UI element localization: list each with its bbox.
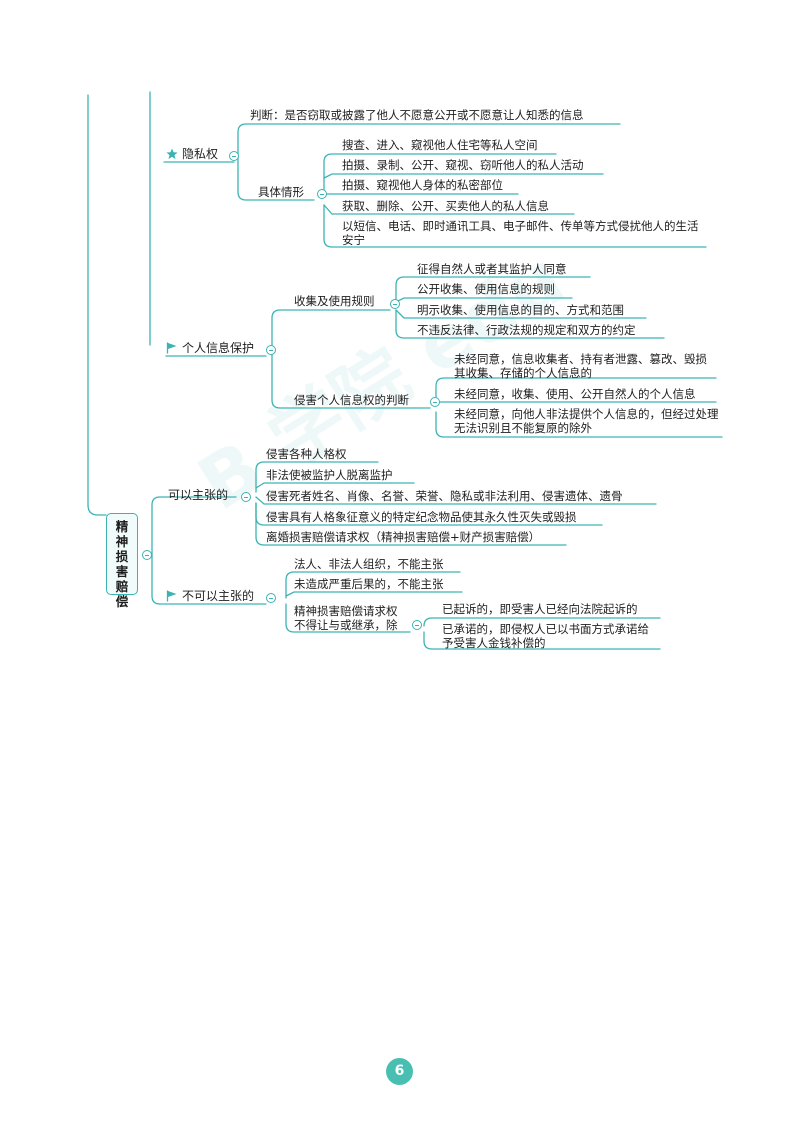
connector-cannot-claim [285,603,411,633]
node-personal-info[interactable]: 个人信息保护 [182,341,255,355]
collect-rule-3: 明示收集、使用信息的目的、方式和范围 [417,303,624,317]
cannot-claim-1: 法人、非法人组织，不能主张 [294,557,444,571]
connector-root-cannot [151,554,267,605]
collapse-minus-icon[interactable] [241,492,251,502]
infringe-case-3: 未经同意，向他人非法提供个人信息的，但经过处理无法识别且不能复原的除外 [454,407,719,435]
star-icon [166,148,178,159]
infringe-case-2: 未经同意，收集、使用、公开自然人的个人信息 [454,387,696,401]
privacy-case-2: 拍摄、录制、公开、窥视、窃听他人的私人活动 [342,158,584,172]
connector-info-infringe [271,349,431,409]
flag-icon [166,342,177,354]
connector-cannot-1 [285,571,461,599]
node-infringe-judge[interactable]: 侵害个人信息权的判断 [294,393,409,407]
node-privacy[interactable]: 隐私权 [182,147,219,161]
connector-infringe-1 [435,377,717,403]
connector-privacy-judge [237,123,621,158]
connector-case-1 [323,153,557,195]
privacy-case-5: 以短信、电话、即时通讯工具、电子邮件、传单等方式侵扰他人的生活安宁 [342,219,699,247]
collapse-minus-icon[interactable] [266,345,276,355]
connector-can-5 [255,502,567,546]
collapse-minus-icon[interactable] [266,593,276,603]
connector-case-5 [323,204,707,248]
privacy-case-4: 获取、删除、公开、买卖他人的私人信息 [342,199,549,213]
privacy-case-1: 搜查、进入、窥视他人住宅等私人空间 [342,138,538,152]
node-claim-nontransferable[interactable]: 精神损害赔偿请求权不得让与或继承，除 [294,604,398,632]
collapse-minus-icon[interactable] [317,189,327,199]
collect-rule-2: 公开收集、使用信息的规则 [417,282,555,296]
node-cannot-claim[interactable]: 不可以主张的 [182,589,255,603]
connector-collect-4 [395,309,665,339]
can-claim-1: 侵害各种人格权 [266,447,347,461]
connector-infringe-3 [435,411,723,438]
connector-can-3 [255,496,657,505]
root-node[interactable]: 精神损害赔偿 [106,513,138,609]
connector-collect-3 [395,309,647,319]
node-collect-rules[interactable]: 收集及使用规则 [294,294,375,308]
exception-2: 已承诺的，即侵权人已以书面方式承诺给予受害人金钱补偿的 [442,622,649,650]
connector-case-2 [323,173,604,179]
connector-outer-left [87,94,107,516]
privacy-judge: 判断：是否窃取或披露了他人不愿意公开或不愿意让人知悉的信息 [250,108,584,122]
connector-can-1 [255,461,379,493]
collect-rule-4: 不违反法律、行政法规的规定和双方的约定 [417,323,636,337]
page-number-badge: 6 [386,1058,413,1085]
collapse-minus-icon[interactable] [430,397,440,407]
can-claim-2: 非法使被监护人脱离监护 [266,468,393,482]
connector-info-collect [271,309,391,351]
privacy-case-3: 拍摄、窥视他人身体的私密部位 [342,178,503,192]
infringe-case-1: 未经同意，信息收集者、持有者泄露、篡改、毁损其收集、存储的个人信息的 [454,352,707,380]
collect-rule-1: 征得自然人或者其监护人同意 [417,262,567,276]
connector-case-4 [323,204,575,215]
can-claim-4: 侵害具有人格象征意义的特定纪念物品使其永久性灭失或毁损 [266,510,577,524]
connector-can-2 [255,482,415,489]
connector-root-can [144,496,237,556]
connector-cannot-2 [285,591,463,597]
collapse-minus-icon[interactable] [412,620,422,630]
can-claim-3: 侵害死者姓名、肖像、名誉、荣誉、隐私或非法利用、侵害遗体、遗骨 [266,489,623,503]
collapse-minus-icon[interactable] [142,550,152,560]
cannot-claim-2: 未造成严重后果的，不能主张 [294,577,444,591]
root-node-label: 精神损害赔偿 [115,519,129,609]
connector-collect-1 [395,276,591,305]
flag-icon [166,590,177,602]
node-privacy-cases[interactable]: 具体情形 [258,185,304,199]
can-claim-5: 离婚损害赔偿请求权（精神损害赔偿+财产损害赔偿） [266,530,541,544]
connector-privacy-cases [237,156,315,201]
exception-1: 已起诉的，即受害人已经向法院起诉的 [442,602,638,616]
collapse-minus-icon[interactable] [390,299,400,309]
collapse-minus-icon[interactable] [229,151,239,161]
node-can-claim[interactable]: 可以主张的 [168,488,229,502]
connector-exception-1 [423,617,661,627]
connector-exception-2 [423,631,661,650]
